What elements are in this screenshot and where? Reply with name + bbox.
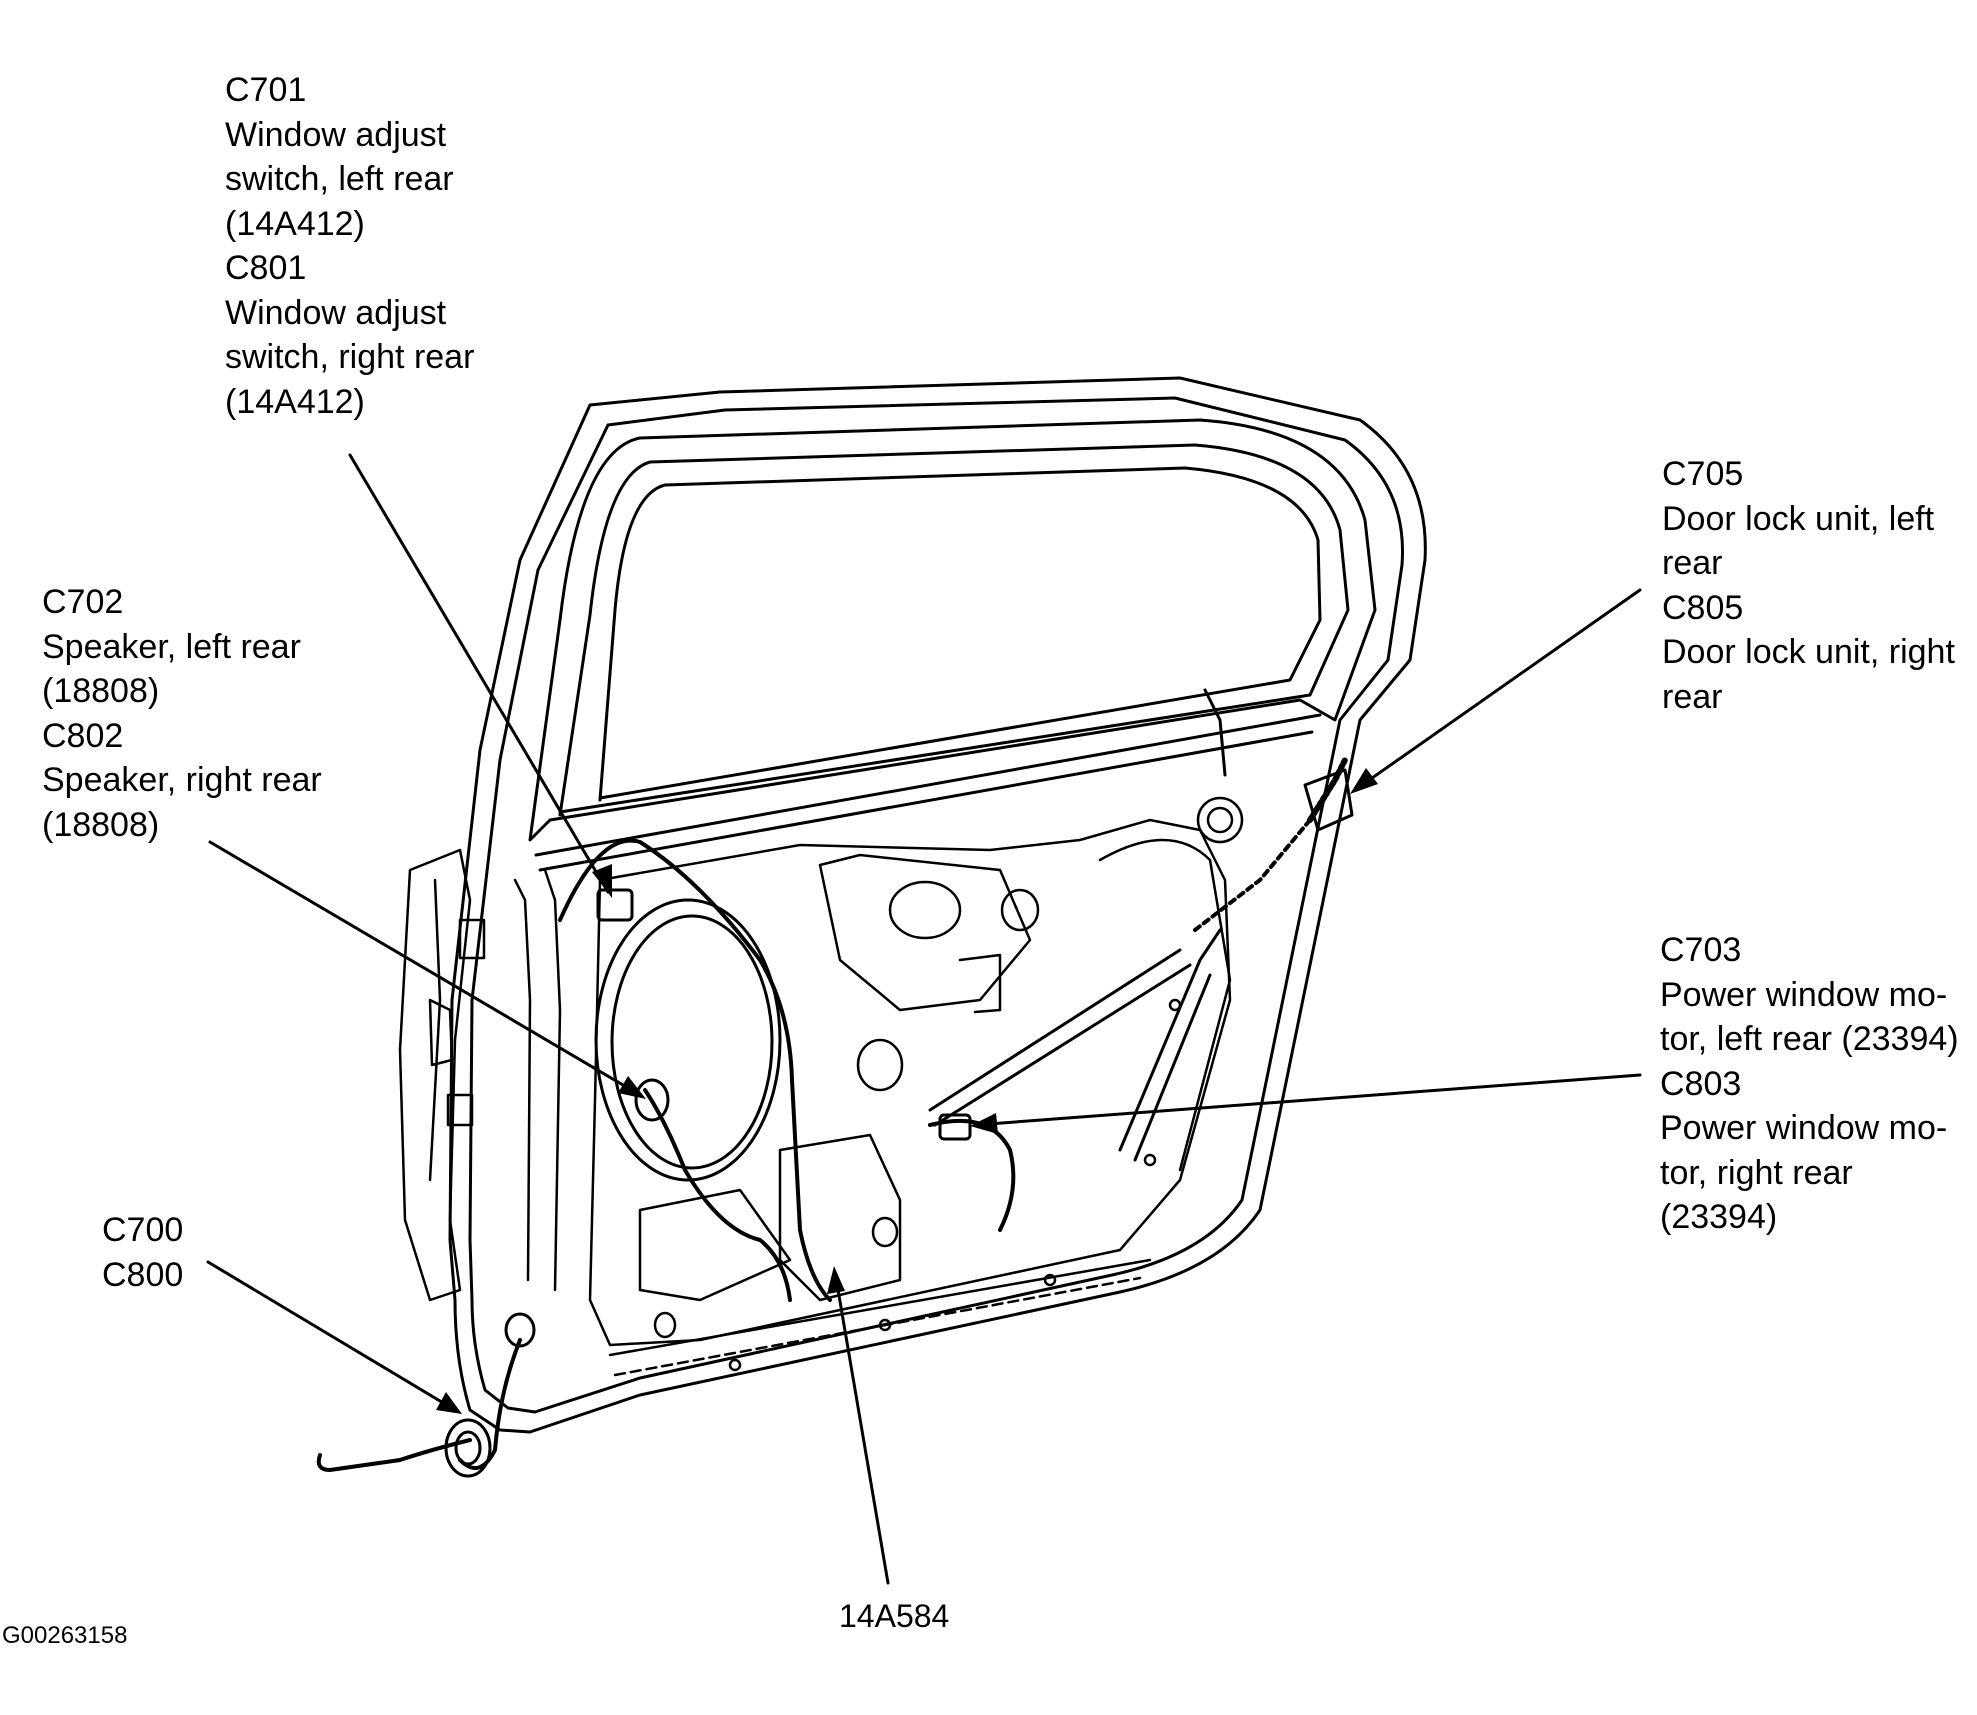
- door-outer-frame: [448, 376, 1427, 1434]
- callout-line: tor, left rear (23394): [1660, 1020, 1959, 1058]
- callout-line: tor, right rear: [1660, 1153, 1853, 1192]
- leader-c705: [1353, 588, 1642, 792]
- callout-c700-c800: C700 C800: [102, 1208, 183, 1297]
- arrow-c703: [970, 1113, 998, 1134]
- callout-line: Window adjust: [225, 293, 447, 332]
- arrow-c702: [618, 1076, 646, 1099]
- callout-c703-c803: C703 Power window mo- tor, left rear (23…: [1660, 928, 1959, 1240]
- leader-14a584: [833, 1270, 890, 1585]
- wiring-harness: [316, 757, 1348, 1472]
- callout-line: (14A412): [225, 382, 365, 421]
- callout-line: Door lock unit, left: [1662, 499, 1935, 538]
- figure-id: G00263158: [2, 1622, 128, 1649]
- callout-c705-c805: C705 Door lock unit, left rear C805 Door…: [1662, 452, 1955, 719]
- leader-c703: [973, 1073, 1642, 1127]
- callout-line: Door lock unit, right: [1662, 633, 1955, 671]
- arrow-c701: [592, 864, 612, 898]
- callout-line: Power window mo-: [1660, 1109, 1948, 1147]
- callout-line: C703: [1660, 931, 1742, 969]
- arrow-c700: [436, 1392, 462, 1414]
- callout-c701-c801: C701 Window adjust switch, left rear (14…: [225, 68, 474, 424]
- arrow-14a584: [827, 1266, 845, 1294]
- connector-c700: [444, 1312, 536, 1478]
- callout-c702-c802: C702 Speaker, left rear (18808) C802 Spe…: [42, 580, 322, 847]
- callout-line: (18808): [42, 672, 160, 710]
- callout-line: C805: [1662, 588, 1744, 627]
- connector-c702: [634, 1078, 670, 1122]
- callout-line: Speaker, left rear: [42, 627, 301, 666]
- callout-line: C700: [102, 1211, 184, 1249]
- speaker-outline: [594, 898, 782, 1182]
- callout-line: (18808): [42, 805, 160, 844]
- connector-c701: [596, 888, 634, 922]
- callout-line: (14A412): [225, 204, 365, 243]
- arrow-c705: [1350, 768, 1378, 794]
- connectors: [444, 768, 1354, 1478]
- callout-line: Window adjust: [225, 115, 447, 154]
- callout-line: rear: [1662, 544, 1723, 582]
- callout-line: switch, left rear: [225, 160, 454, 198]
- callout-line: C800: [102, 1255, 184, 1294]
- connector-c705: [1303, 768, 1354, 832]
- hinge-pillar: [398, 848, 562, 1302]
- leader-c700: [206, 1260, 457, 1412]
- callout-line: Power window mo-: [1660, 975, 1948, 1014]
- callout-line: (23394): [1660, 1198, 1778, 1236]
- callout-line: C803: [1660, 1064, 1742, 1103]
- callout-line: C702: [42, 583, 124, 621]
- leader-c702: [208, 840, 642, 1097]
- callout-line: Speaker, right rear: [42, 761, 322, 799]
- leader-arrowheads: [436, 768, 1378, 1414]
- callout-line: C701: [225, 71, 307, 109]
- window-regulator: [928, 928, 1222, 1162]
- callout-line: switch, right rear: [225, 338, 475, 376]
- callout-line: C801: [225, 249, 307, 287]
- callout-line: rear: [1662, 677, 1723, 716]
- callout-line: C705: [1662, 455, 1744, 493]
- harness-label: 14A584: [839, 1598, 950, 1634]
- connector-c703: [938, 1113, 972, 1141]
- leader-lines: [206, 453, 1642, 1585]
- window-frame: [528, 418, 1377, 872]
- callout-line: C802: [42, 716, 124, 755]
- inner-door-panel: [588, 796, 1244, 1377]
- leader-c701: [348, 453, 610, 894]
